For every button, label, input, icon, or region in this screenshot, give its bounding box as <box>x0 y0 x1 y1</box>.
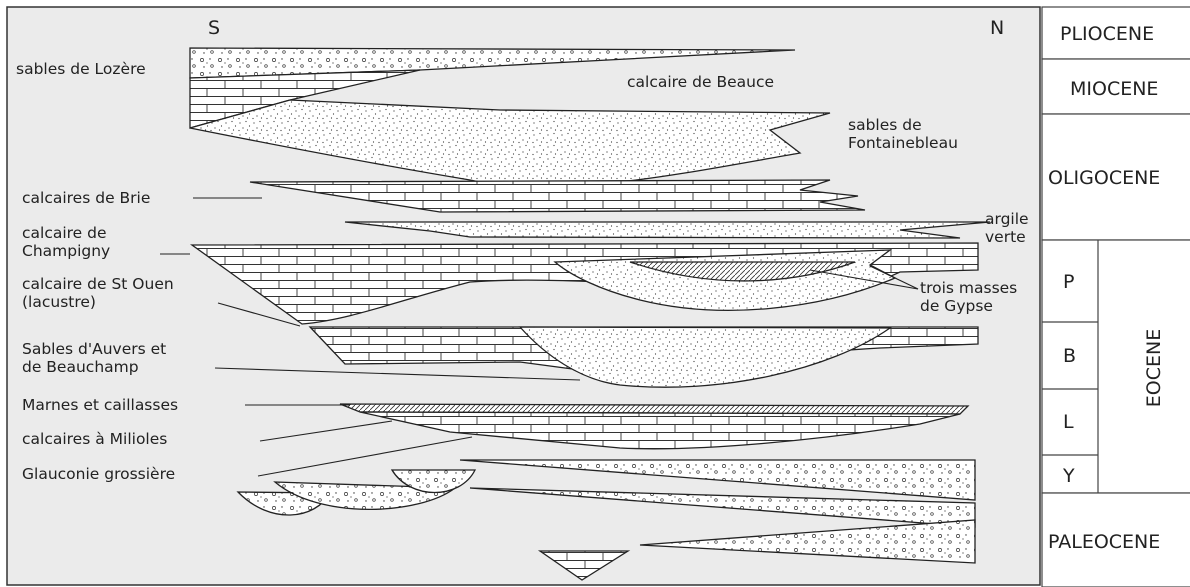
epoch-pliocene: PLIOCENE <box>1060 23 1154 45</box>
epoch-oligocene: OLIGOCENE <box>1048 167 1160 189</box>
stratigraphic-column: PLIOCENE MIOCENE OLIGOCENE EOCENE PALEOC… <box>1042 7 1190 587</box>
label-sables-fontainebleau-2: Fontainebleau <box>848 134 958 152</box>
north-label: N <box>990 17 1004 39</box>
label-trois-masses-gypse-2: de Gypse <box>920 297 993 315</box>
stage-p: P <box>1063 271 1074 293</box>
label-calcaire-st-ouen-1: calcaire de St Ouen <box>22 275 174 293</box>
label-calcaires-milioles: calcaires à Milioles <box>22 430 167 448</box>
label-sables-lozere: sables de Lozère <box>16 60 146 78</box>
label-argile-verte-1: argile <box>985 210 1029 228</box>
stage-y: Y <box>1062 465 1075 487</box>
label-sables-auvers-1: Sables d'Auvers et <box>22 340 166 358</box>
label-calcaire-beauce: calcaire de Beauce <box>627 73 774 91</box>
epoch-miocene: MIOCENE <box>1070 78 1158 100</box>
label-calcaire-champigny-2: Champigny <box>22 242 110 260</box>
south-label: S <box>208 17 220 39</box>
label-calcaire-champigny-1: calcaire de <box>22 224 107 242</box>
epoch-paleocene: PALEOCENE <box>1048 531 1160 553</box>
label-calcaires-brie: calcaires de Brie <box>22 189 150 207</box>
label-trois-masses-gypse-1: trois masses <box>920 279 1017 297</box>
epoch-eocene: EOCENE <box>1143 329 1165 407</box>
label-sables-fontainebleau-1: sables de <box>848 116 922 134</box>
label-sables-auvers-2: de Beauchamp <box>22 358 139 376</box>
label-calcaire-st-ouen-2: (lacustre) <box>22 293 96 311</box>
label-marnes-caillasses: Marnes et caillasses <box>22 396 178 414</box>
stage-b: B <box>1063 345 1076 367</box>
label-argile-verte-2: verte <box>985 228 1026 246</box>
cross-section-panel <box>7 7 1040 585</box>
stage-l: L <box>1063 411 1074 433</box>
label-glauconie: Glauconie grossière <box>22 465 175 483</box>
